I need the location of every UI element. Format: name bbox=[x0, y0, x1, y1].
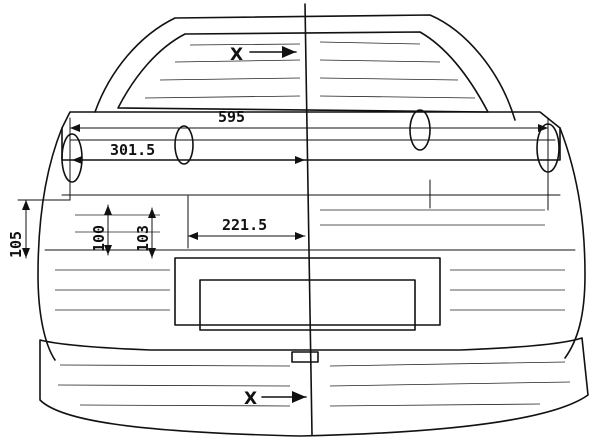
dim-label-100: 100 bbox=[90, 225, 108, 252]
section-label-bottom: X bbox=[244, 389, 257, 409]
license-plate bbox=[199, 279, 416, 331]
dim-label-301-5: 301.5 bbox=[110, 141, 155, 159]
body-hatching bbox=[55, 209, 565, 311]
rear-window bbox=[117, 31, 489, 113]
left-inner-lamp bbox=[174, 125, 194, 165]
bumper-hatching bbox=[57, 361, 571, 407]
body-right-side bbox=[559, 127, 586, 359]
license-plate-recess bbox=[174, 257, 441, 326]
section-mark-bottom bbox=[261, 391, 307, 403]
rear-bumper bbox=[39, 337, 589, 437]
dim-label-595: 595 bbox=[218, 108, 245, 126]
dim-overall-width bbox=[69, 117, 549, 211]
dim-label-103: 103 bbox=[134, 225, 152, 252]
body-left-side bbox=[37, 127, 63, 361]
dim-label-221-5: 221.5 bbox=[222, 216, 267, 234]
center-bracket bbox=[291, 351, 319, 363]
dim-height-left bbox=[17, 199, 71, 259]
section-mark-top bbox=[249, 46, 297, 58]
window-hatching bbox=[144, 41, 476, 99]
dim-label-105: 105 bbox=[7, 231, 25, 258]
center-line bbox=[304, 3, 313, 436]
section-label-top: X bbox=[230, 45, 243, 65]
dim-height-mid bbox=[104, 204, 112, 256]
dim-center-to-bracket bbox=[187, 179, 431, 249]
right-inner-lamp bbox=[409, 109, 431, 151]
dim-height-inner bbox=[148, 207, 156, 259]
dim-lamp-to-center bbox=[71, 156, 306, 164]
roof-outline bbox=[94, 14, 516, 121]
